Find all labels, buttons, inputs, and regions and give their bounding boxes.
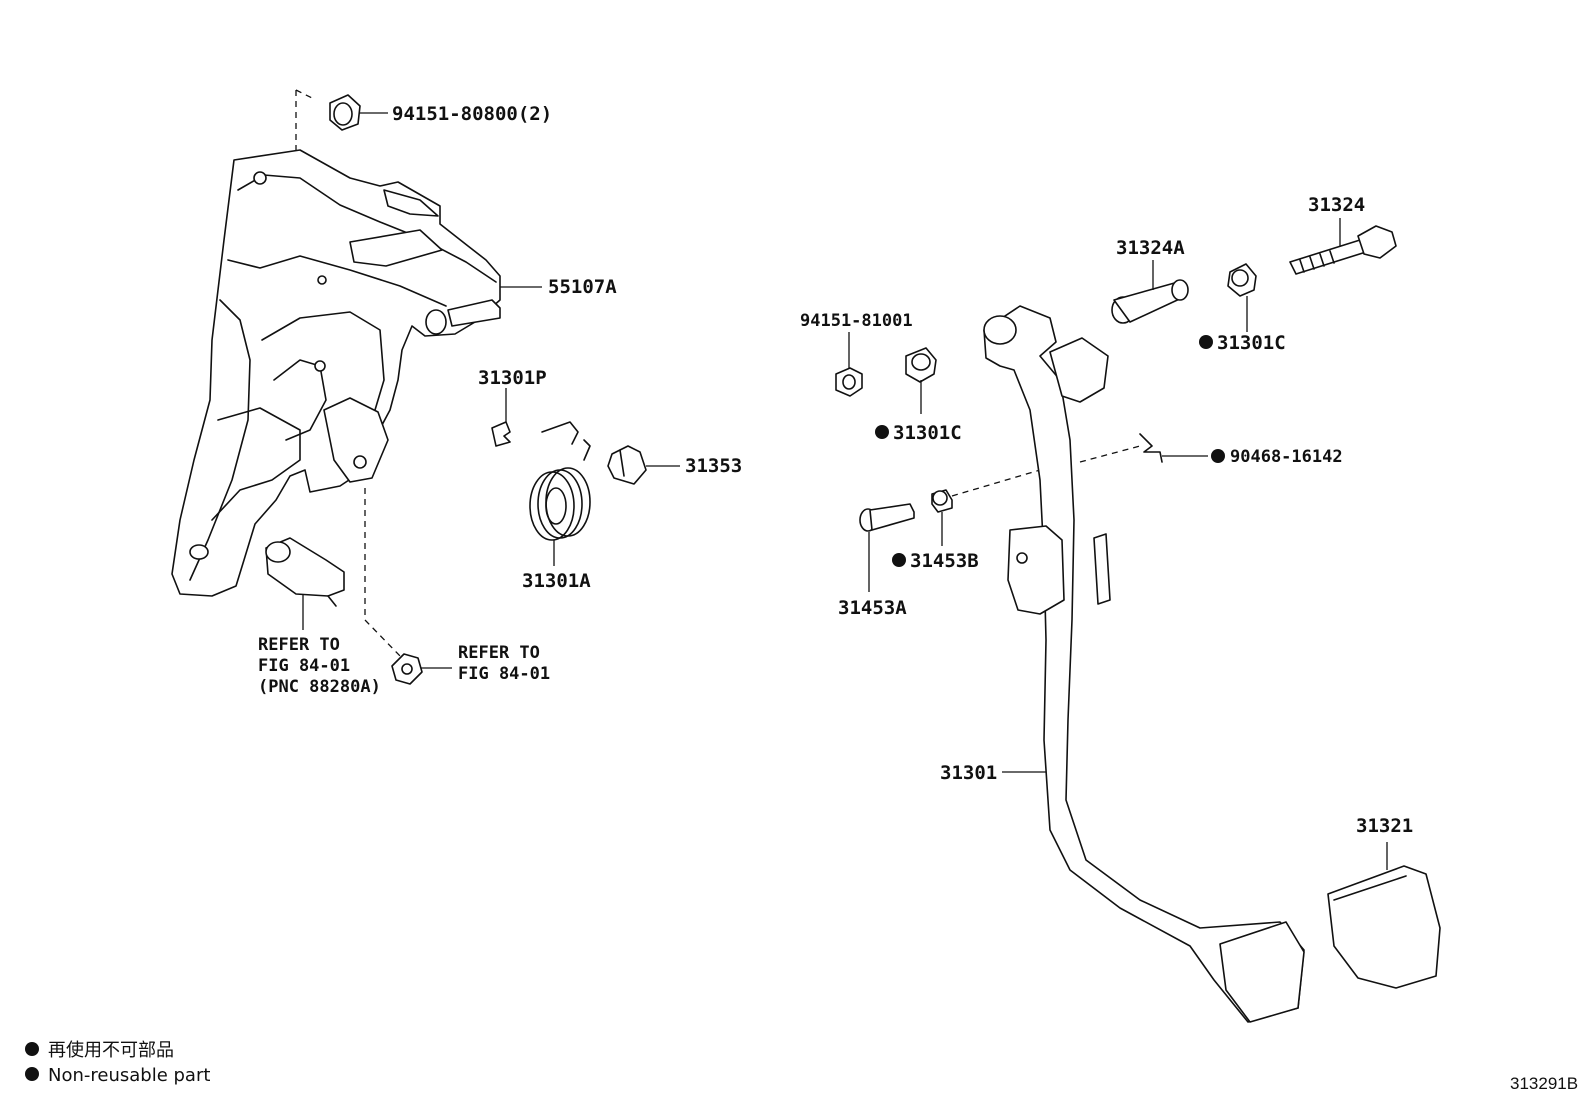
pedal-pad-icon	[1327, 865, 1441, 989]
bushing-right-icon	[1227, 263, 1257, 297]
label-bracket-assy: 55107A	[548, 276, 617, 298]
label-pedal-arm: 31301	[940, 762, 997, 784]
bracket-nut-icon	[329, 94, 361, 131]
stop-lamp-switch-icon	[265, 537, 345, 607]
dashed-guide-pin	[951, 445, 1141, 497]
collar-icon	[1111, 279, 1189, 324]
label-switch-ref-3: (PNC 88280A)	[258, 677, 381, 697]
label-bracket-nut: 94151-80800(2)	[392, 103, 552, 125]
figure-number: 313291B	[1510, 1074, 1578, 1093]
label-clip-pin: 90468-16142	[1230, 447, 1343, 467]
dashed-guide-lower-nut	[364, 488, 403, 659]
bushing-left-icon	[905, 347, 937, 383]
spring-clip-icon	[491, 421, 511, 447]
clip-pin-icon	[1139, 433, 1163, 463]
label-nut-ref-1: REFER TO	[458, 643, 540, 663]
clevis-pin-icon	[859, 503, 915, 532]
non-reusable-dot-bushing-right	[1199, 335, 1213, 349]
pivot-bolt-icon	[1289, 225, 1397, 275]
label-stopper: 31353	[685, 455, 742, 477]
label-bushing-right: 31301C	[1217, 332, 1286, 354]
pedal-stopper-icon	[607, 445, 647, 485]
label-bolt: 31324	[1308, 194, 1365, 216]
legend-dot-en	[25, 1067, 39, 1081]
label-spring: 31301A	[522, 570, 591, 592]
legend-japanese: 再使用不可部品	[48, 1040, 174, 1061]
label-switch-ref-1: REFER TO	[258, 635, 340, 655]
non-reusable-dot-pin-bushing	[892, 553, 906, 567]
pedal-bracket-icon	[171, 149, 501, 597]
pin-bushing-icon	[931, 489, 953, 513]
label-pin-bushing: 31453B	[910, 550, 979, 572]
legend-dot-jp	[25, 1042, 39, 1056]
label-collar: 31324A	[1116, 237, 1185, 259]
brake-pedal-arm-icon	[983, 305, 1305, 1023]
legend-english: Non-reusable part	[48, 1065, 210, 1086]
label-pedal-pad: 31321	[1356, 815, 1413, 837]
label-pedal-nut: 94151-81001	[800, 311, 913, 331]
non-reusable-dot-bushing-left	[875, 425, 889, 439]
label-pin: 31453A	[838, 597, 907, 619]
label-switch-ref-2: FIG 84-01	[258, 656, 350, 676]
hex-nut-icon	[391, 653, 423, 685]
label-nut-ref-2: FIG 84-01	[458, 664, 550, 684]
dashed-guide-bracket-nut	[295, 89, 313, 205]
pedal-nut-icon	[835, 367, 863, 397]
non-reusable-dot-clip-pin	[1211, 449, 1225, 463]
return-spring-icon	[529, 421, 591, 541]
label-bushing-left: 31301C	[893, 422, 962, 444]
label-clip: 31301P	[478, 367, 547, 389]
